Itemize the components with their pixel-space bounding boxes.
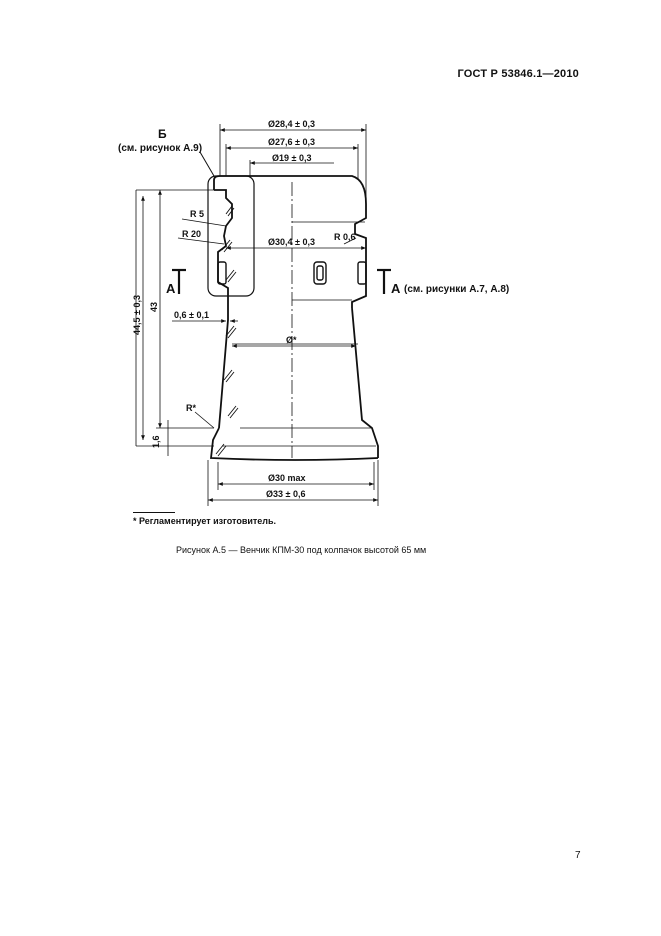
dim-base: Ø33 ± 0,6: [266, 489, 305, 499]
view-b-frame: [207, 175, 255, 297]
section-letter-right: А: [391, 281, 401, 296]
dim-radius-20: R 20: [182, 229, 201, 239]
dim-top-mid: Ø27,6 ± 0,3: [268, 137, 315, 147]
inner-lines: [222, 221, 376, 447]
dim-radius-star: R*: [186, 403, 196, 413]
dim-top-inner: Ø19 ± 0,3: [272, 153, 311, 163]
figure-caption: Рисунок А.5 — Венчик КПМ-30 под колпачок…: [176, 545, 427, 555]
dimension-lines: [135, 124, 379, 506]
footnote: * Регламентирует изготовитель.: [133, 516, 277, 526]
part-outline: [209, 175, 379, 461]
view-b-leader: [199, 151, 215, 177]
dim-total-height: 44,5 ± 0,3: [132, 295, 142, 335]
dim-base-height: 1,6: [151, 435, 161, 448]
dim-radius-5: R 5: [190, 209, 204, 219]
section-reference: (см. рисунки А.7, А.8): [404, 284, 509, 295]
section-letter-left: А: [166, 281, 176, 296]
view-b-reference: (см. рисунок А.9): [118, 143, 202, 154]
document-id: ГОСТ Р 53846.1—2010: [457, 68, 579, 80]
dim-top-outer: Ø28,4 ± 0,3: [268, 119, 315, 129]
dim-diameter-star: Ø*: [286, 335, 297, 345]
dim-thickness: 0,6 ± 0,1: [174, 310, 209, 320]
page-number: 7: [575, 850, 581, 861]
dim-base-max: Ø30 max: [268, 473, 306, 483]
view-b-letter: Б: [158, 127, 167, 141]
dim-collar: Ø30,4 ± 0,3: [268, 237, 315, 247]
slot-windows: [217, 261, 367, 285]
dim-inner-height: 43: [149, 302, 159, 312]
section-markers: [172, 268, 391, 294]
footnote-rule: [133, 512, 175, 513]
dim-radius-small: R 0,6: [334, 232, 356, 242]
